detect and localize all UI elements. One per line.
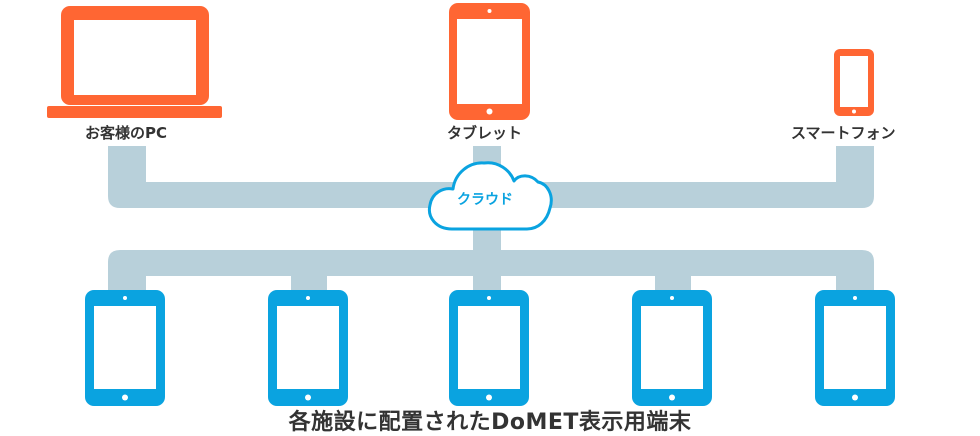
bottom-tablet-icon-4 (632, 290, 712, 406)
tablet-label: タブレット (447, 124, 523, 142)
tablet-icon (449, 3, 530, 120)
bottom-tablet-icon-3 (449, 290, 529, 406)
top-connector-bus (108, 146, 874, 208)
cloud-label: クラウド (457, 192, 513, 208)
bottom-drop-2 (291, 270, 327, 292)
smartphone-label: スマートフォン (791, 124, 896, 142)
caption: 各施設に配置されたDoMET表示用端末 (288, 410, 692, 435)
bottom-tablets (85, 290, 895, 406)
bottom-tablet-icon-1 (85, 290, 165, 406)
bottom-drop-3 (473, 270, 501, 292)
bottom-connector-lines (108, 250, 874, 292)
bottom-tablet-icon-5 (815, 290, 895, 406)
bottom-drop-4 (655, 270, 691, 292)
laptop-label: お客様のPC (85, 124, 168, 142)
smartphone-icon (834, 49, 874, 116)
laptop-icon (47, 6, 222, 118)
cloud-icon (427, 161, 553, 231)
bottom-tablet-icon-2 (268, 290, 348, 406)
